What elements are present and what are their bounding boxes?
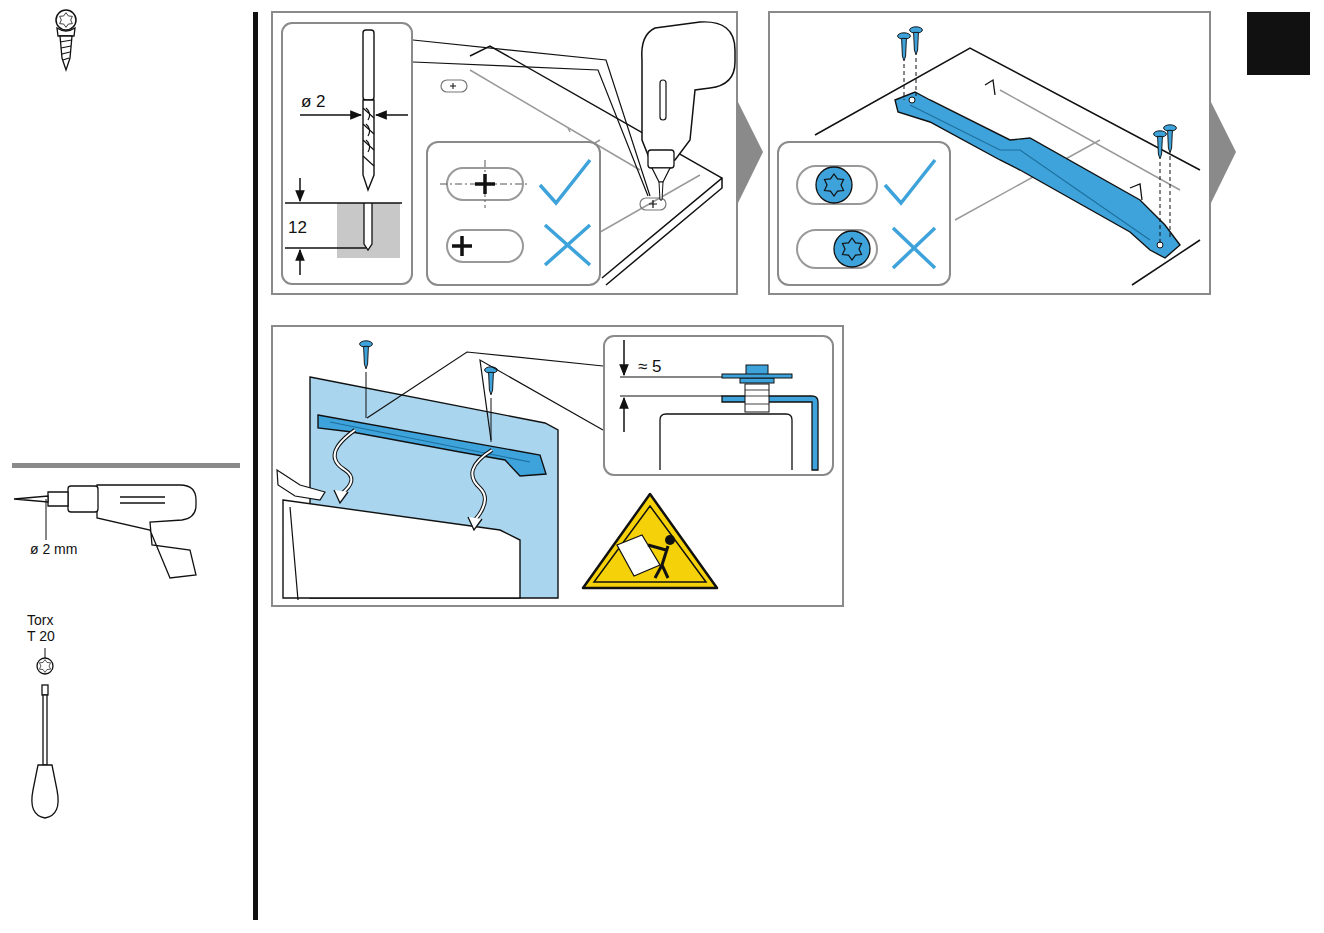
dimension-text: ≈ 5 [638, 357, 662, 376]
tool-rule [12, 463, 240, 468]
step-arrow [1210, 100, 1236, 205]
drilling-panel [272, 12, 737, 294]
drill-tool [14, 485, 196, 578]
step-arrow [737, 100, 763, 205]
drill-detail-inset: ø 2 12 [281, 22, 413, 285]
door-panel [272, 326, 843, 606]
language-tab [1247, 12, 1310, 75]
dimension-text: ø 2 [301, 92, 326, 111]
screw-icon [56, 10, 76, 70]
column-rule [253, 12, 258, 920]
drill-size-label: ø 2 mm [30, 541, 110, 557]
bit-size-label: Torx T 20 [27, 612, 63, 644]
screwdriver-tool [32, 648, 58, 818]
dimension-text: 12 [288, 218, 307, 237]
bracket-panel [769, 12, 1210, 294]
spacing-detail-inset: ≈ 5 [603, 335, 834, 476]
